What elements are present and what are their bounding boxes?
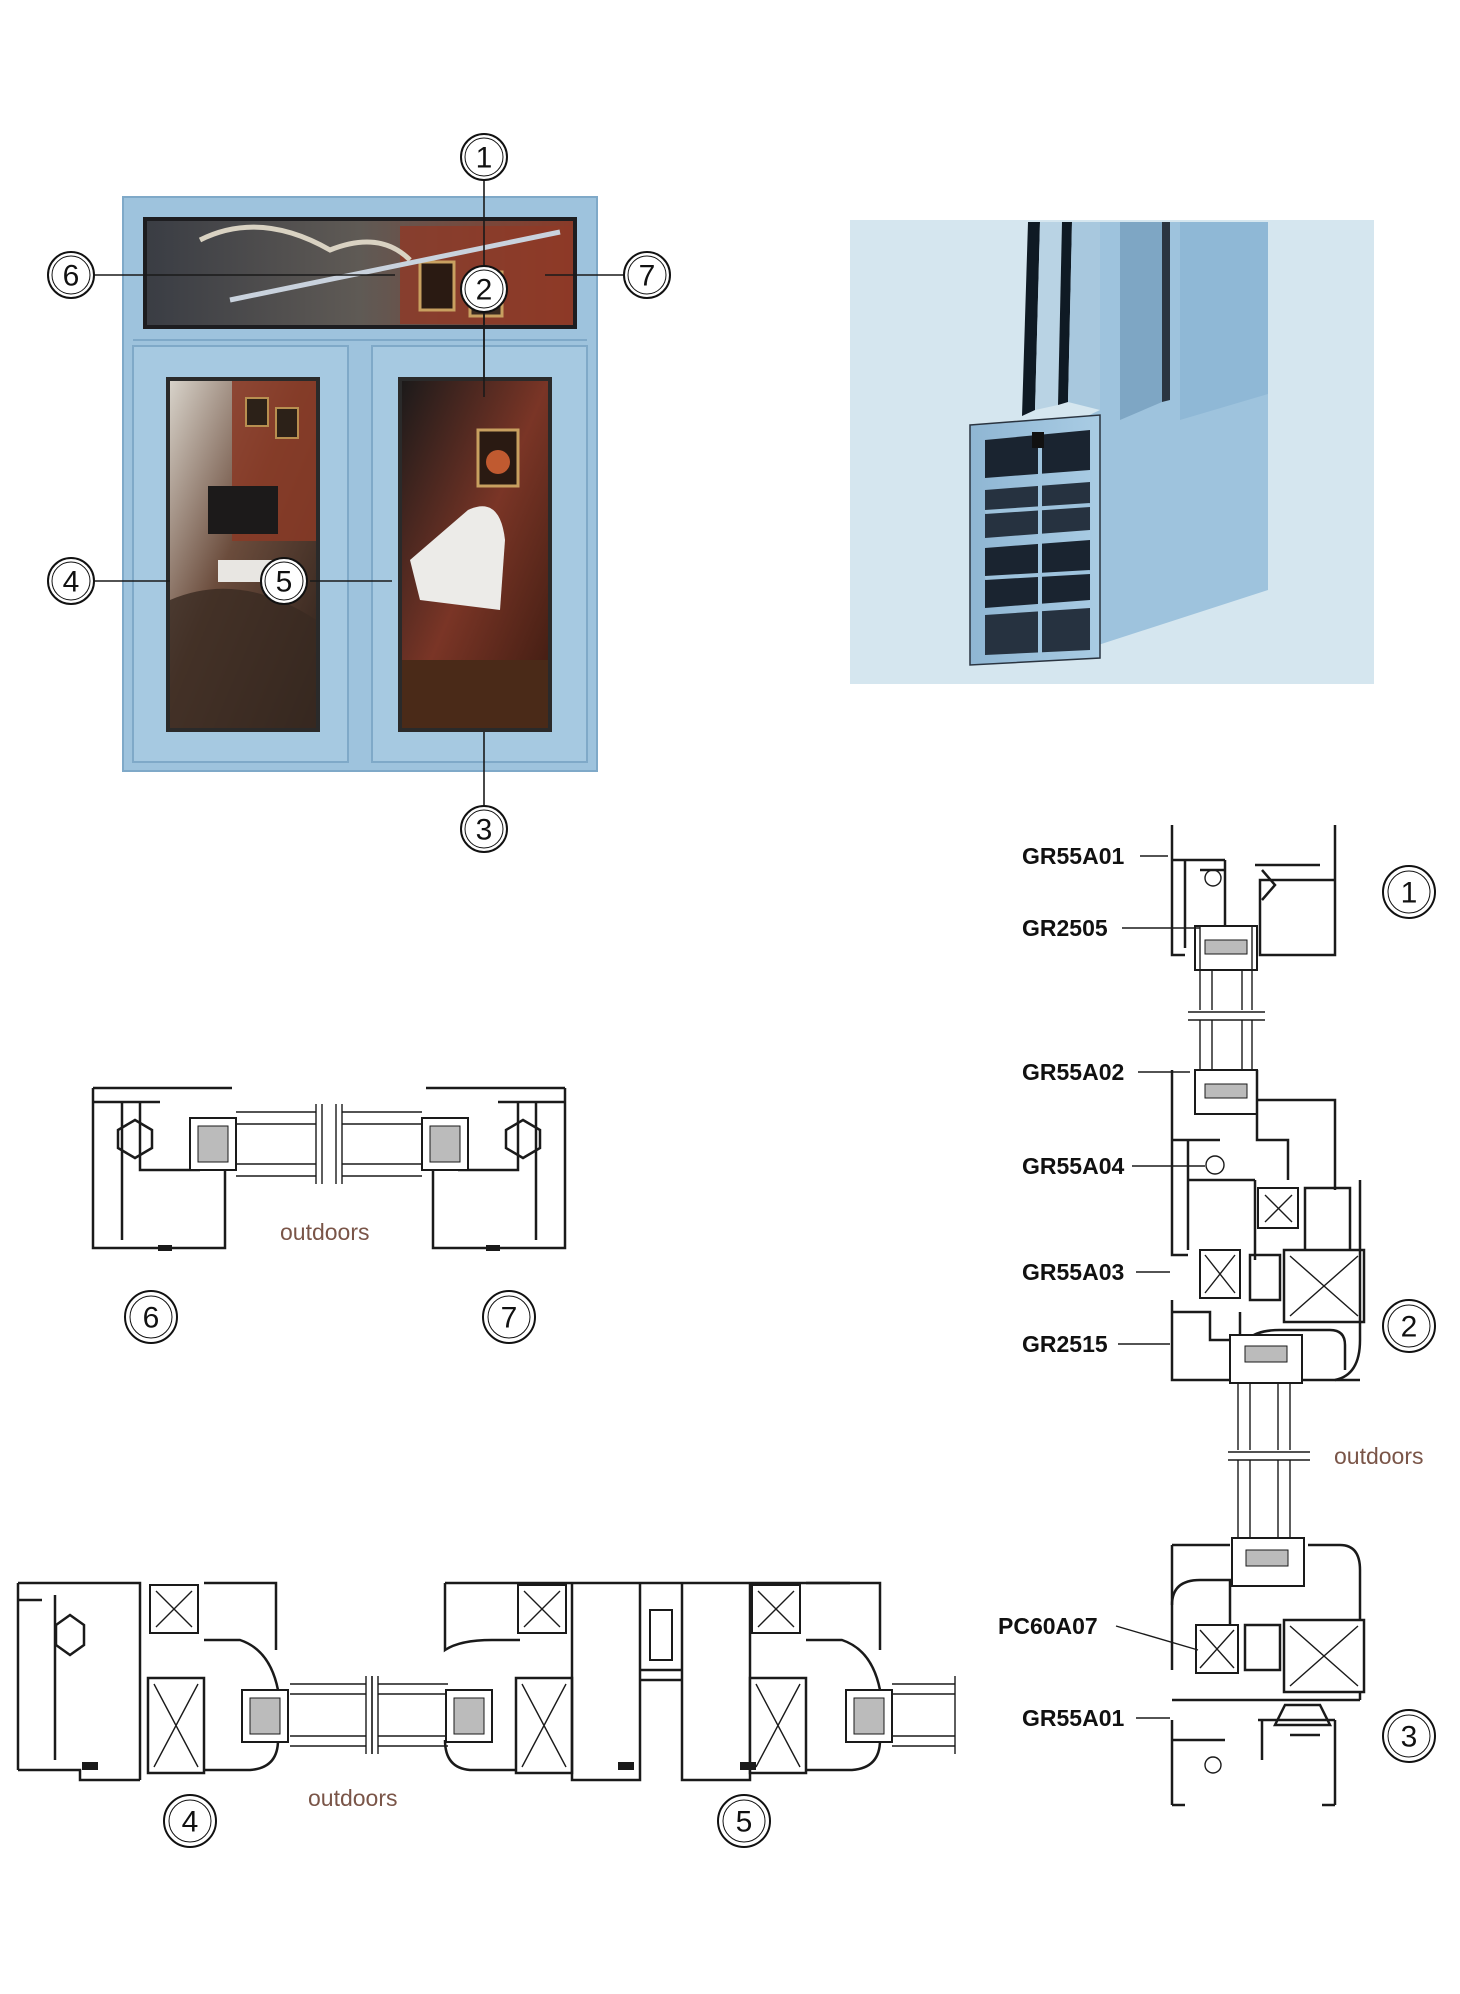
- section-marker-2-label: 2: [1401, 1311, 1418, 1344]
- label-gr55a03: GR55A03: [1022, 1259, 1124, 1285]
- section-marker-7: 7: [482, 1290, 536, 1344]
- section-marker-4: 4: [163, 1794, 217, 1848]
- label-gr2515: GR2515: [1022, 1331, 1108, 1357]
- section-marker-1-label: 1: [1401, 877, 1418, 910]
- section-marker-4-label: 4: [182, 1806, 199, 1839]
- section-marker-6-label: 6: [143, 1302, 160, 1335]
- section-marker-1: 1: [1382, 865, 1436, 919]
- elevation-marker-4: 4: [47, 557, 95, 605]
- elevation-marker-2-label: 2: [476, 274, 493, 307]
- vertical-section-leaders: [1115, 855, 1205, 1719]
- section-marker-7-label: 7: [501, 1302, 518, 1335]
- elevation-marker-2: 2: [460, 265, 508, 313]
- elevation-marker-1: 1: [460, 133, 508, 181]
- elevation-marker-6: 6: [47, 251, 95, 299]
- outdoors-label-vertical: outdoors: [1334, 1443, 1424, 1469]
- label-pc60a07: PC60A07: [998, 1613, 1098, 1639]
- label-gr55a04: GR55A04: [1022, 1153, 1124, 1179]
- section-marker-2: 2: [1382, 1299, 1436, 1353]
- outdoors-label-6-7: outdoors: [280, 1219, 370, 1245]
- section-4-5: [16, 1581, 956, 1782]
- label-gr2505: GR2505: [1022, 915, 1108, 941]
- elevation-marker-5: 5: [260, 557, 308, 605]
- section-marker-3-label: 3: [1401, 1721, 1418, 1754]
- section-marker-5: 5: [717, 1794, 771, 1848]
- elevation-marker-1-label: 1: [476, 142, 493, 175]
- label-gr55a01-top: GR55A01: [1022, 843, 1124, 869]
- section-6-7: [91, 1086, 567, 1251]
- vertical-section: [1170, 825, 1366, 1807]
- section-marker-3: 3: [1382, 1709, 1436, 1763]
- elevation-marker-7: 7: [623, 251, 671, 299]
- elevation-marker-6-label: 6: [63, 260, 80, 293]
- elevation-marker-5-label: 5: [276, 566, 293, 599]
- label-gr55a02: GR55A02: [1022, 1059, 1124, 1085]
- section-marker-6: 6: [124, 1290, 178, 1344]
- window-elevation: [122, 196, 598, 772]
- section-marker-5-label: 5: [736, 1806, 753, 1839]
- elevation-marker-4-label: 4: [63, 566, 80, 599]
- profile-render: [850, 220, 1374, 684]
- elevation-marker-3: 3: [460, 805, 508, 853]
- outdoors-label-4-5: outdoors: [308, 1785, 398, 1811]
- elevation-marker-7-label: 7: [639, 260, 656, 293]
- elevation-marker-3-label: 3: [476, 814, 493, 847]
- label-gr55a01-bottom: GR55A01: [1022, 1705, 1124, 1731]
